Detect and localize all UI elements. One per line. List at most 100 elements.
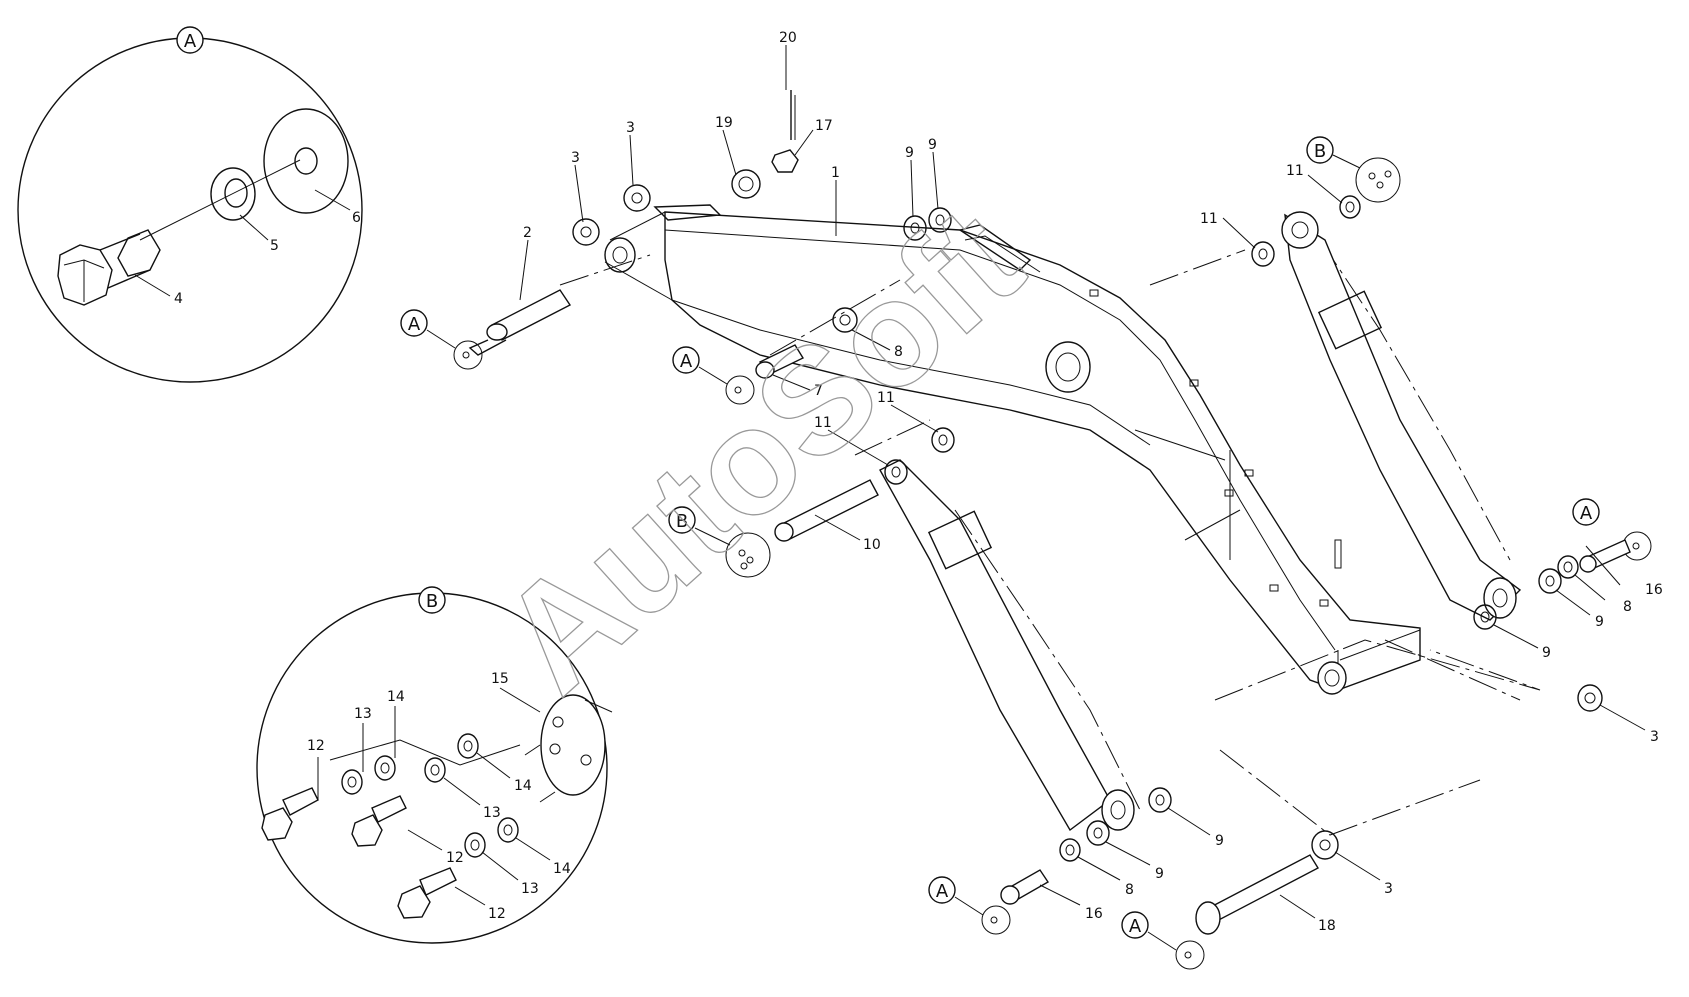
callout-3-c: 3 xyxy=(1650,729,1659,745)
callout-9-d: 9 xyxy=(1542,645,1551,661)
callout-15: 15 xyxy=(491,671,509,687)
bolt-12-c xyxy=(397,867,457,919)
marker-a-right-label: A xyxy=(1580,503,1593,524)
washer-11-a xyxy=(884,459,908,485)
callout-17: 17 xyxy=(815,118,833,134)
callout-19: 19 xyxy=(715,115,733,131)
callout-labels: 20 19 17 1 3 3 2 9 9 8 7 11 11 11 11 10 … xyxy=(523,30,1663,934)
washer-9-c xyxy=(1538,568,1562,594)
marker-a-pin18-label: A xyxy=(1129,916,1142,937)
callout-3-b: 3 xyxy=(626,120,635,136)
marker-a-pin2: A xyxy=(400,309,483,370)
callout-8-b: 8 xyxy=(1623,599,1632,615)
washer-9-e xyxy=(1148,787,1172,813)
cotter-pin-20 xyxy=(790,90,796,140)
marker-a-pin7: A xyxy=(672,346,755,405)
cylinder-left xyxy=(879,459,1135,832)
callout-12-b: 12 xyxy=(446,850,464,866)
bearing-19 xyxy=(731,169,761,199)
callout-20: 20 xyxy=(779,30,797,46)
washer-3-a xyxy=(572,218,600,246)
callout-11-a: 11 xyxy=(814,415,832,431)
callout-16-a: 16 xyxy=(1645,582,1663,598)
marker-b-upper-label: B xyxy=(1314,141,1326,162)
detail-b-label: B xyxy=(426,591,438,612)
callout-6: 6 xyxy=(352,210,361,226)
callout-12-a: 12 xyxy=(307,738,325,754)
washer-9-b xyxy=(928,207,952,233)
plate-15 xyxy=(540,694,613,796)
pin-2 xyxy=(468,289,572,356)
detail-a-label: A xyxy=(184,31,197,52)
callout-8-c: 8 xyxy=(1125,882,1134,898)
bolt-12-a xyxy=(261,787,319,841)
washer-11-c xyxy=(1251,241,1275,267)
bolt-group-b-small xyxy=(725,532,771,578)
detail-a-view: A 6 5 4 xyxy=(17,26,363,383)
washer-3-b xyxy=(623,184,651,212)
callout-14-c: 14 xyxy=(553,861,571,877)
hex-bolt-4 xyxy=(57,229,161,306)
callout-9-e: 9 xyxy=(1215,833,1224,849)
callout-9-b: 9 xyxy=(928,137,937,153)
washer-9-d xyxy=(1473,604,1497,630)
callout-8-a: 8 xyxy=(894,344,903,360)
marker-a-pin18: A xyxy=(1121,911,1205,970)
marker-a-right: A xyxy=(1572,498,1652,573)
callout-14-a: 14 xyxy=(387,689,405,705)
callout-13-a: 13 xyxy=(354,706,372,722)
callout-11-c: 11 xyxy=(1200,211,1218,227)
callout-9-c: 9 xyxy=(1595,614,1604,630)
callout-10: 10 xyxy=(863,537,881,553)
nut-17 xyxy=(771,149,799,173)
callout-5: 5 xyxy=(270,238,279,254)
pin-10 xyxy=(774,479,879,542)
detail-b-marker xyxy=(418,586,446,614)
callout-9-a: 9 xyxy=(905,145,914,161)
callout-18: 18 xyxy=(1318,918,1336,934)
washer-8-c xyxy=(1059,838,1081,862)
callout-2: 2 xyxy=(523,225,532,241)
washer-11-b xyxy=(931,427,955,453)
spring-washer-5 xyxy=(210,167,256,221)
callout-14-b: 14 xyxy=(514,778,532,794)
callout-12-c: 12 xyxy=(488,906,506,922)
callout-16-b: 16 xyxy=(1085,906,1103,922)
marker-b-pin10-label: B xyxy=(676,511,688,532)
bolt-group-b-upper xyxy=(1355,157,1401,203)
callout-4: 4 xyxy=(174,291,183,307)
callout-13-b: 13 xyxy=(483,805,501,821)
flat-washer-6 xyxy=(263,108,349,214)
callout-9-f: 9 xyxy=(1155,866,1164,882)
callout-3-d: 3 xyxy=(1384,881,1393,897)
washer-9-f xyxy=(1086,820,1110,846)
callout-11-b: 11 xyxy=(877,390,895,406)
detail-b-view: B xyxy=(256,586,613,944)
marker-a-pin7-label: A xyxy=(680,351,693,372)
marker-a-pin16-lower: A xyxy=(928,869,1049,935)
cylinder-right xyxy=(1281,211,1522,621)
washer-9-a xyxy=(903,215,927,241)
centerlines xyxy=(559,239,1541,836)
detail-a-marker xyxy=(176,26,204,54)
marker-a-pin16-lower-label: A xyxy=(936,881,949,902)
callout-11-d: 11 xyxy=(1286,163,1304,179)
callout-7: 7 xyxy=(814,383,823,399)
pin-7 xyxy=(755,344,805,379)
callout-1: 1 xyxy=(831,165,840,181)
marker-b-pin10 xyxy=(668,506,696,534)
boom-arm-1 xyxy=(604,204,1421,695)
callout-13-c: 13 xyxy=(521,881,539,897)
leader-lines xyxy=(519,45,1646,919)
washer-8-b xyxy=(1557,555,1579,579)
washer-8-a xyxy=(832,307,858,333)
washer-3-d xyxy=(1311,830,1339,860)
bolt-12-b xyxy=(351,795,407,847)
callout-3-a: 3 xyxy=(571,150,580,166)
marker-b-upper xyxy=(1306,136,1334,164)
marker-a-pin2-label: A xyxy=(408,314,421,335)
washer-3-c xyxy=(1577,684,1603,712)
washer-11-d xyxy=(1339,195,1361,219)
pin-18 xyxy=(1195,854,1319,935)
